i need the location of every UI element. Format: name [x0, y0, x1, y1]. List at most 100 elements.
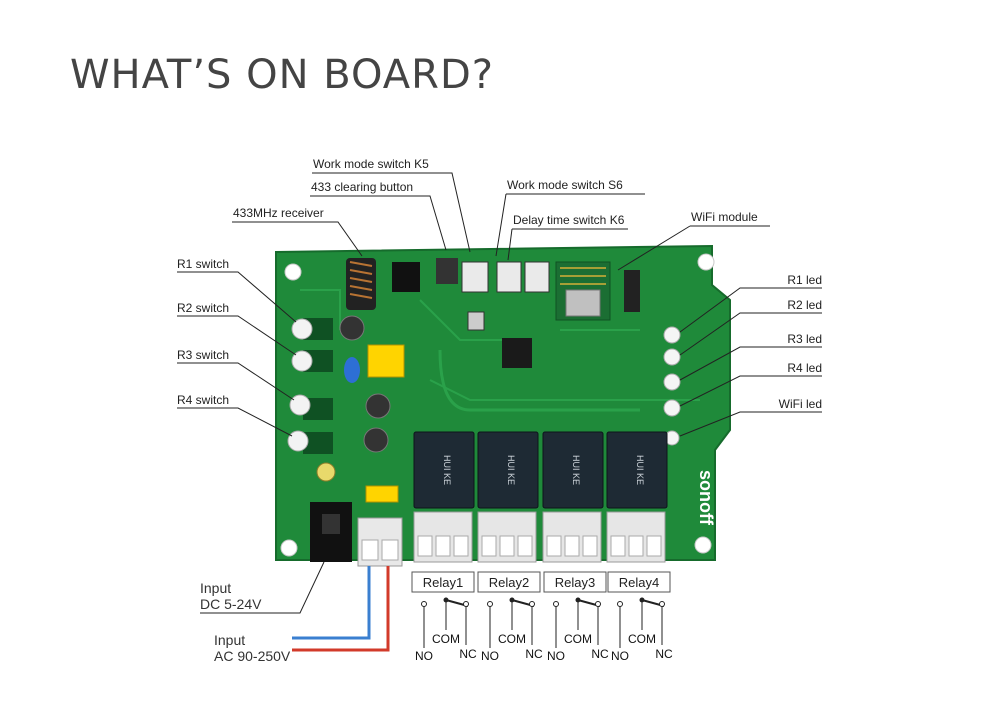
r4-switch-component: [287, 430, 309, 452]
terminal-slot: [435, 535, 451, 557]
leader-lines: [177, 172, 822, 614]
nc-contact: [595, 601, 601, 607]
relay-label-box-1: [411, 571, 475, 593]
com-contact: [639, 597, 645, 603]
terminal-slot: [610, 535, 626, 557]
nc-label: NC: [459, 647, 477, 661]
label-r1-switch: R1 switch: [177, 257, 229, 271]
input-wires: [292, 566, 390, 652]
receiver-433-component: [346, 258, 420, 310]
relay-body-2: [477, 431, 539, 509]
relay-name-2: Relay2: [489, 575, 529, 590]
capacitor-3: [363, 427, 389, 453]
no-label: NO: [547, 649, 565, 663]
r2-switch-component: [291, 350, 313, 372]
com-label: COM: [432, 632, 460, 646]
relay-contacts: Relay1NOCOMNCRelay2NOCOMNCRelay3NOCOMNCR…: [411, 571, 673, 663]
relay-bodies: HUI KE HUI KE HUI KE HUI KE: [413, 431, 668, 563]
label-input-dc-1: Input: [200, 580, 231, 596]
label-r1-led: R1 led: [787, 273, 822, 287]
label-delay-k6: Delay time switch K6: [513, 213, 625, 227]
terminal-slot: [546, 535, 562, 557]
r4-led-component: [663, 399, 681, 417]
red-wire: [292, 566, 390, 652]
relay-body-1: [413, 431, 475, 509]
r2-led-component: [663, 348, 681, 366]
label-r2-switch: R2 switch: [177, 301, 229, 315]
r1-switch-component: [291, 318, 313, 340]
relay-name-4: Relay4: [619, 575, 659, 590]
label-r4-led: R4 led: [787, 361, 822, 375]
relay-marking: HUI KE: [571, 455, 581, 485]
terminal-slot: [564, 535, 580, 557]
terminal-slot: [499, 535, 515, 557]
com-contact: [509, 597, 515, 603]
label-work-mode-s6: Work mode switch S6: [507, 178, 623, 192]
label-input-dc-2: DC 5-24V: [200, 596, 262, 612]
relay-marking: HUI KE: [635, 455, 645, 485]
blue-wire: [292, 566, 371, 640]
delay-k6-component: [524, 261, 550, 293]
nc-label: NC: [655, 647, 673, 661]
label-work-mode-k5: Work mode switch K5: [313, 157, 429, 171]
relay-label-box-4: [607, 571, 671, 593]
mcu-chip: [502, 338, 532, 368]
label-input-ac-1: Input: [214, 632, 245, 648]
label-input-ac-2: AC 90-250V: [214, 648, 291, 664]
crystal-component: [467, 311, 485, 331]
nc-label: NC: [591, 647, 609, 661]
capacitor-blue: [344, 357, 360, 383]
r3-switch-component: [289, 394, 311, 416]
relay-name-1: Relay1: [423, 575, 463, 590]
com-contact: [443, 597, 449, 603]
page-title: WHAT’S ON BOARD?: [70, 52, 494, 98]
r3-led-component: [663, 373, 681, 391]
terminal-slot: [417, 535, 433, 557]
work-mode-k5-component: [461, 261, 489, 293]
led-group: [663, 326, 681, 446]
wifi-module-component: [555, 261, 640, 321]
no-label: NO: [481, 649, 499, 663]
capacitor-2: [365, 393, 391, 419]
no-contact: [553, 601, 559, 607]
com-contact: [575, 597, 581, 603]
terminal-slot: [453, 535, 469, 557]
com-label: COM: [564, 632, 592, 646]
no-label: NO: [611, 649, 629, 663]
label-r3-switch: R3 switch: [177, 348, 229, 362]
brand-logo: sonoff: [696, 470, 716, 526]
varistor-component: [316, 462, 336, 482]
r1-led-component: [663, 326, 681, 344]
relay-body-4: [606, 431, 668, 509]
no-contact: [421, 601, 427, 607]
relay-label-box-2: [477, 571, 541, 593]
terminal-slot: [517, 535, 533, 557]
com-label: COM: [498, 632, 526, 646]
label-r3-led: R3 led: [787, 332, 822, 346]
com-label: COM: [628, 632, 656, 646]
label-r2-led: R2 led: [787, 298, 822, 312]
relay-marking: HUI KE: [442, 455, 452, 485]
no-label: NO: [415, 649, 433, 663]
nc-contact: [659, 601, 665, 607]
relay-marking: HUI KE: [506, 455, 516, 485]
label-r4-switch: R4 switch: [177, 393, 229, 407]
terminal-slot: [646, 535, 662, 557]
capacitor-1: [339, 315, 365, 341]
label-wifi-led: WiFi led: [779, 397, 822, 411]
nc-label: NC: [525, 647, 543, 661]
label-433-clearing: 433 clearing button: [311, 180, 413, 194]
relay-name-3: Relay3: [555, 575, 595, 590]
terminal-slot: [582, 535, 598, 557]
clearing-button-component: [436, 258, 458, 284]
relay-label-box-3: [543, 571, 607, 593]
label-433-receiver: 433MHz receiver: [233, 206, 324, 220]
terminal-slot: [628, 535, 644, 557]
work-mode-s6-component: [496, 261, 522, 293]
terminal-slot: [481, 535, 497, 557]
nc-contact: [529, 601, 535, 607]
relay-body-3: [542, 431, 604, 509]
transformer-component: [367, 344, 405, 378]
fuse-component: [365, 485, 399, 503]
